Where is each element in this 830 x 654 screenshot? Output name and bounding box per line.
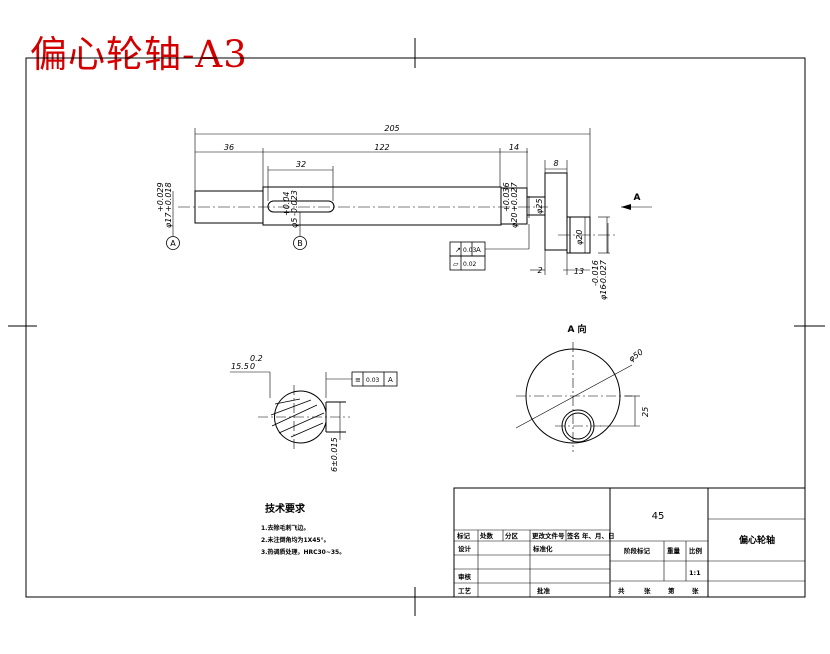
dim-wheel-8: 8 xyxy=(553,159,558,168)
dim-dia-16-tol-lower: -0.027 xyxy=(599,259,608,286)
tb-col-signature: 签名 xyxy=(566,531,580,540)
runout-value: 0.03 xyxy=(463,247,477,254)
datum-label-b: B xyxy=(297,239,303,248)
flatness-symbol: ▱ xyxy=(453,260,459,268)
view-label: A 向 xyxy=(567,323,586,335)
tb-sheet-unit: 张 xyxy=(692,586,699,595)
dim-dia-17: φ17 xyxy=(164,212,173,228)
tb-col-zone: 分区 xyxy=(505,531,519,540)
dim-key-angle-lower: 0 xyxy=(250,362,255,371)
tb-sheets-unit: 张 xyxy=(644,586,651,595)
dim-dia-17-tol-upper: +0.029 xyxy=(156,182,165,212)
tb-standardize: 标准化 xyxy=(532,544,553,553)
dim-dia-16-tol-upper: -0.016 xyxy=(591,260,600,286)
dim-36: 36 xyxy=(224,143,234,152)
drawing-title: 偏心轮轴-A3 xyxy=(30,33,248,76)
tb-col-count: 处数 xyxy=(479,531,494,540)
eccentric-wheel xyxy=(544,172,568,251)
dim-dia-20-tol-upper: +0.036 xyxy=(502,182,511,212)
tech-requirement-item: 3.热调质处理，HRC30~35。 xyxy=(261,548,345,556)
sheet-border xyxy=(25,57,806,598)
dim-keyway-dia: φ5 xyxy=(290,218,299,228)
symmetry-value: 0.03 xyxy=(366,377,380,384)
dim-dia-17-tol-lower: +0.018 xyxy=(164,182,173,212)
dim-total-length: 205 xyxy=(384,124,399,133)
dimension-labels: 205 36 122 14 32 8 φ17 +0.029 +0.018 φ5 … xyxy=(156,124,650,472)
dim-14: 14 xyxy=(509,143,519,152)
dim-dia-16: φ16 xyxy=(599,285,608,300)
dim-key-tol: 6±0.015 xyxy=(330,437,339,472)
tb-design: 设计 xyxy=(458,544,472,553)
view-arrow-label: A xyxy=(634,193,641,203)
keyway xyxy=(267,200,335,213)
material: 45 xyxy=(652,511,665,522)
datum-label-a: A xyxy=(170,239,176,248)
tb-weight: 重量 xyxy=(667,546,681,555)
dim-keyway-32: 32 xyxy=(296,160,306,169)
dim-offset-25: 25 xyxy=(641,407,650,417)
dim-step-2: 2 xyxy=(537,266,542,275)
tech-requirements-heading: 技术要求 xyxy=(265,502,306,515)
shaft-segment-collar xyxy=(500,187,528,225)
tb-stage-mark: 阶段标记 xyxy=(624,546,651,555)
tb-check: 审核 xyxy=(458,572,472,581)
dim-122: 122 xyxy=(374,143,389,152)
dim-key-angle-upper: 0.2 xyxy=(250,354,263,363)
runout-datum: A xyxy=(476,246,481,254)
title-block xyxy=(453,487,806,598)
symmetry-symbol: ≡ xyxy=(355,376,361,384)
tb-sheets-total: 共 xyxy=(618,586,625,595)
dim-dia-50: φ50 xyxy=(627,347,645,363)
tech-requirement-item: 2.未注倒角均为1X45°。 xyxy=(261,536,330,544)
flatness-value: 0.02 xyxy=(463,261,477,268)
tb-col-mark: 标记 xyxy=(456,531,471,540)
tb-col-date: 年、月、日 xyxy=(582,531,615,540)
dim-dia-20-small: φ20 xyxy=(575,230,584,245)
dim-dia-20-tol-lower: +0.027 xyxy=(510,181,519,212)
dim-key-angle: 15.5 xyxy=(231,362,249,371)
tb-approve: 批准 xyxy=(537,586,551,595)
part-name: 偏心轮轴 xyxy=(739,534,775,546)
dim-keyway-tol-upper: +0.04 xyxy=(282,191,291,216)
dim-dia-25: φ25 xyxy=(535,199,544,214)
tb-ratio: 比例 xyxy=(689,546,703,555)
tb-process: 工艺 xyxy=(458,586,472,595)
dim-keyway-tol-lower: -0.023 xyxy=(290,190,299,216)
dim-dia-20: φ20 xyxy=(510,213,519,228)
dim-step-13: 13 xyxy=(574,267,584,276)
tb-scale: 1:1 xyxy=(689,569,701,577)
title-block-text: 45 偏心轮轴 标记 处数 分区 更改文件号 签名 年、月、日 设计 标准化 审… xyxy=(456,511,775,595)
tb-sheet-number: 第 xyxy=(668,586,675,595)
tb-col-change-doc: 更改文件号 xyxy=(532,531,565,540)
symmetry-datum: A xyxy=(388,376,393,384)
runout-symbol: ↗ xyxy=(455,246,461,254)
tech-requirement-item: 1.去除毛刺飞边。 xyxy=(261,524,309,532)
